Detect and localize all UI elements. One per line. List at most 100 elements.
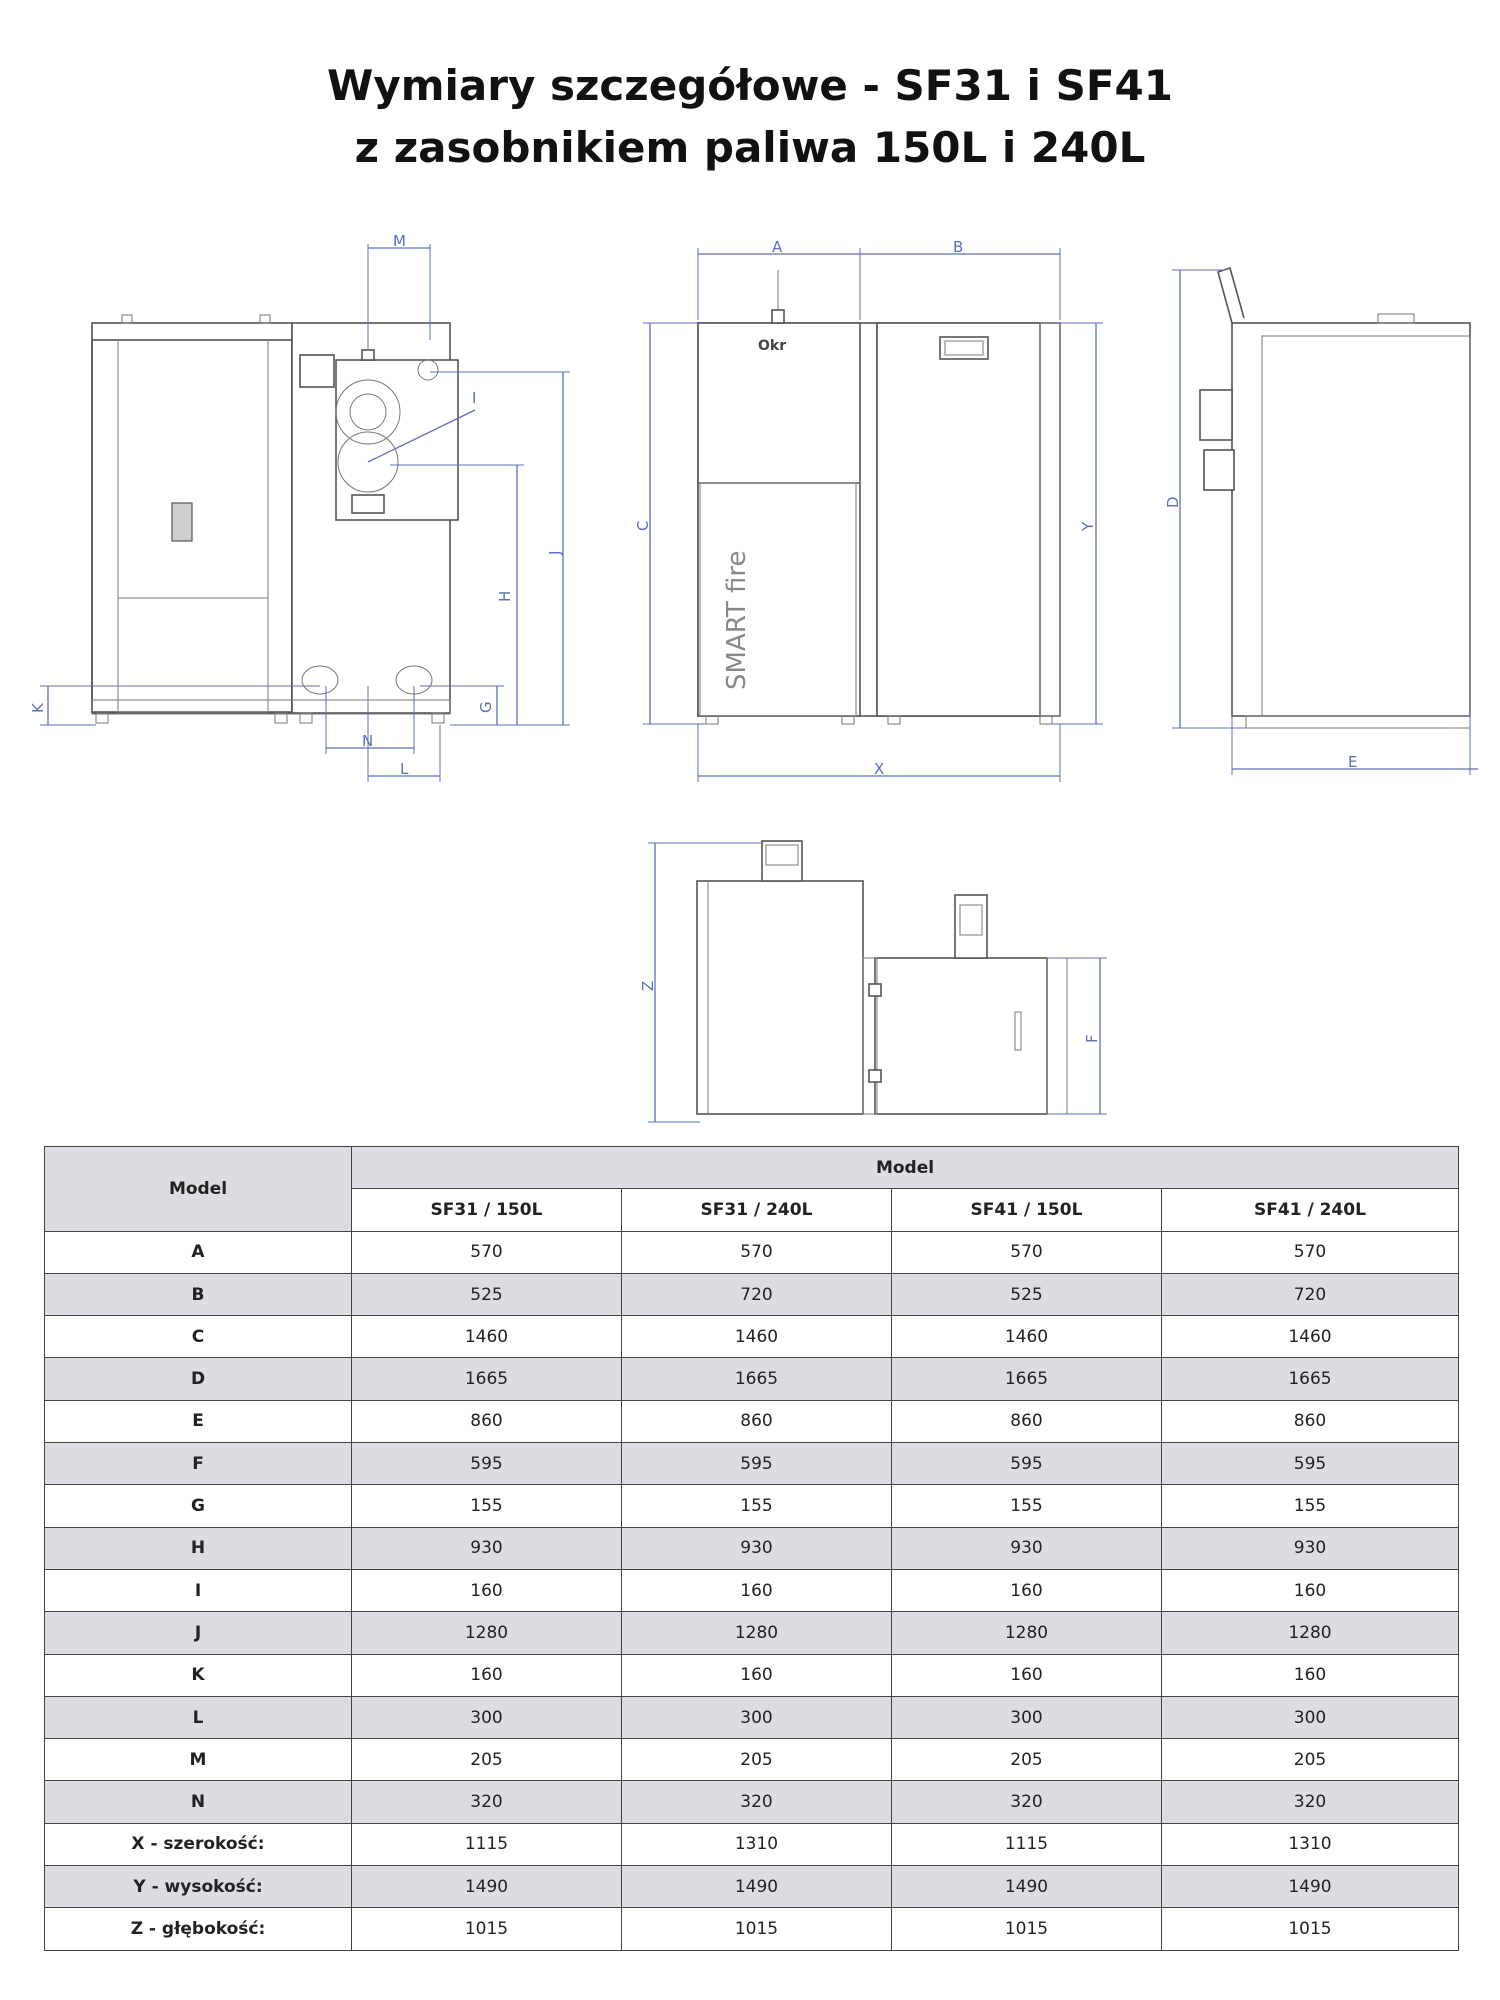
table-cell: 320 bbox=[621, 1780, 892, 1824]
table-cell: 160 bbox=[891, 1568, 1162, 1613]
table-cell: 155 bbox=[621, 1484, 892, 1528]
table-cell: 1280 bbox=[351, 1611, 622, 1655]
table-cell: 160 bbox=[621, 1568, 892, 1613]
row-label: N bbox=[44, 1780, 352, 1824]
table-cell: 525 bbox=[351, 1272, 622, 1317]
table-cell: 1460 bbox=[1161, 1315, 1459, 1359]
table-cell: 300 bbox=[1161, 1695, 1459, 1740]
dim-label-K: K bbox=[29, 702, 47, 713]
table-cell: 595 bbox=[1161, 1442, 1459, 1486]
column-header: SF41 / 240L bbox=[1161, 1188, 1459, 1232]
table-cell: 160 bbox=[1161, 1653, 1459, 1697]
table-cell: 1665 bbox=[1161, 1357, 1459, 1401]
corner-header: Model bbox=[44, 1146, 352, 1232]
row-label: K bbox=[44, 1653, 352, 1697]
row-label: Z - głębokość: bbox=[44, 1907, 352, 1951]
table-cell: 1015 bbox=[351, 1907, 622, 1951]
table-cell: 1460 bbox=[351, 1315, 622, 1359]
side-view-b-drawing: D E bbox=[1164, 266, 1478, 775]
row-label: L bbox=[44, 1695, 352, 1740]
dim-label-C: C bbox=[634, 521, 652, 531]
row-label: D bbox=[44, 1357, 352, 1401]
top-view-drawing: Z F bbox=[639, 840, 1107, 1123]
table-cell: 930 bbox=[1161, 1526, 1459, 1570]
dim-label-A: A bbox=[772, 238, 783, 256]
table-header: Model Model SF31 / 150L SF31 / 240L SF41… bbox=[44, 1145, 1459, 1232]
table-cell: 320 bbox=[351, 1780, 622, 1824]
table-cell: 1490 bbox=[1161, 1865, 1459, 1909]
table-cell: 1460 bbox=[621, 1315, 892, 1359]
row-label: B bbox=[44, 1272, 352, 1317]
row-label: J bbox=[44, 1611, 352, 1655]
table-cell: 930 bbox=[351, 1526, 622, 1570]
brand-logo: Okr bbox=[758, 338, 786, 354]
table-cell: 205 bbox=[621, 1738, 892, 1782]
dim-label-L: L bbox=[400, 760, 409, 778]
group-header: Model bbox=[351, 1145, 1459, 1190]
table-cell: 205 bbox=[891, 1738, 1162, 1782]
table-cell: 205 bbox=[1161, 1738, 1459, 1782]
table-cell: 1490 bbox=[621, 1865, 892, 1909]
table-cell: 205 bbox=[351, 1738, 622, 1782]
row-label: E bbox=[44, 1399, 352, 1444]
table-cell: 860 bbox=[351, 1399, 622, 1444]
table-cell: 1665 bbox=[891, 1357, 1162, 1401]
table-cell: 1280 bbox=[891, 1611, 1162, 1655]
dim-label-X: X bbox=[874, 760, 884, 778]
brand-name: SMART fire bbox=[722, 550, 752, 690]
table-cell: 1115 bbox=[351, 1822, 622, 1867]
dim-label-H: H bbox=[496, 591, 514, 602]
table-cell: 300 bbox=[621, 1695, 892, 1740]
table-cell: 1310 bbox=[621, 1822, 892, 1867]
row-label: C bbox=[44, 1315, 352, 1359]
dim-label-F: F bbox=[1083, 1034, 1101, 1043]
table-cell: 160 bbox=[891, 1653, 1162, 1697]
table-cell: 720 bbox=[621, 1272, 892, 1317]
table-cell: 595 bbox=[891, 1442, 1162, 1486]
table-cell: 1015 bbox=[621, 1907, 892, 1951]
table-cell: 595 bbox=[351, 1442, 622, 1486]
row-label: I bbox=[44, 1568, 352, 1613]
table-cell: 930 bbox=[621, 1526, 892, 1570]
dim-label-I: I bbox=[472, 389, 476, 407]
technical-drawings: M I J H G K N L bbox=[29, 232, 1478, 1123]
table-cell: 525 bbox=[891, 1272, 1162, 1317]
table-cell: 860 bbox=[1161, 1399, 1459, 1444]
table-cell: 1460 bbox=[891, 1315, 1162, 1359]
title-line-1: Wymiary szczegółowe - SF31 i SF41 bbox=[327, 61, 1173, 110]
column-header: SF41 / 150L bbox=[891, 1188, 1162, 1232]
table-cell: 300 bbox=[891, 1695, 1162, 1740]
table-cell: 160 bbox=[351, 1568, 622, 1613]
table-cell: 570 bbox=[351, 1230, 622, 1274]
dim-label-Z: Z bbox=[639, 981, 657, 991]
title-line-2: z zasobnikiem paliwa 150L i 240L bbox=[354, 123, 1146, 172]
side-view-a-drawing: Okr SMART fire A B C Y X bbox=[634, 238, 1103, 782]
dim-label-B: B bbox=[953, 238, 963, 256]
table-cell: 320 bbox=[891, 1780, 1162, 1824]
row-label: Y - wysokość: bbox=[44, 1865, 352, 1909]
dim-label-D: D bbox=[1164, 496, 1182, 508]
table-cell: 720 bbox=[1161, 1272, 1459, 1317]
dimensions-table: Model Model SF31 / 150L SF31 / 240L SF41… bbox=[44, 1145, 1459, 1951]
table-cell: 1490 bbox=[351, 1865, 622, 1909]
table-cell: 1665 bbox=[621, 1357, 892, 1401]
dim-label-M: M bbox=[393, 232, 406, 250]
table-cell: 860 bbox=[891, 1399, 1162, 1444]
dim-label-G: G bbox=[477, 701, 495, 713]
table-cell: 1310 bbox=[1161, 1822, 1459, 1867]
table-cell: 155 bbox=[351, 1484, 622, 1528]
table-cell: 1115 bbox=[891, 1822, 1162, 1867]
table-cell: 595 bbox=[621, 1442, 892, 1486]
table-cell: 160 bbox=[621, 1653, 892, 1697]
table-cell: 155 bbox=[891, 1484, 1162, 1528]
page-title: Wymiary szczegółowe - SF31 i SF41 z zaso… bbox=[0, 55, 1500, 179]
table-cell: 320 bbox=[1161, 1780, 1459, 1824]
